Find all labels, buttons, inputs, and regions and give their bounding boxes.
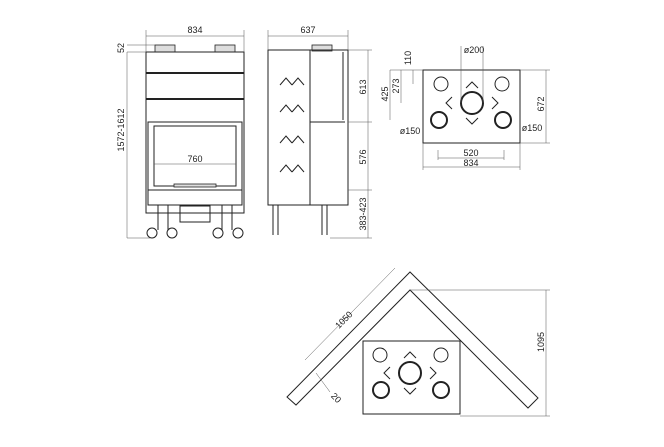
flue-diameter-label: ø200 xyxy=(464,45,485,55)
top-view xyxy=(389,46,550,170)
side-view xyxy=(267,30,372,239)
top-depth-label: 672 xyxy=(536,96,546,111)
front-view xyxy=(126,30,245,239)
right-duct-label: ø150 xyxy=(522,123,543,133)
base-height-label: 383-423 xyxy=(358,197,368,230)
total-height-label: 1572-1612 xyxy=(116,108,126,151)
opening-width-label: 760 xyxy=(187,154,202,164)
duct-spacing-label: 520 xyxy=(463,148,478,158)
flue-height-label: 52 xyxy=(116,43,126,53)
top-width-label: 834 xyxy=(463,158,478,168)
wall-thickness-label: 20 xyxy=(329,391,343,405)
corner-view xyxy=(286,267,550,417)
middle-height-label: 576 xyxy=(358,149,368,164)
dim-425-label: 425 xyxy=(380,86,390,101)
dim-273-label: 273 xyxy=(391,78,401,93)
dim-110-label: 110 xyxy=(403,51,413,65)
upper-height-label: 613 xyxy=(358,79,368,94)
front-width-label: 834 xyxy=(187,25,202,35)
corner-depth-label: 1095 xyxy=(536,332,546,352)
side-depth-label: 637 xyxy=(300,25,315,35)
left-duct-label: ø150 xyxy=(400,126,421,136)
